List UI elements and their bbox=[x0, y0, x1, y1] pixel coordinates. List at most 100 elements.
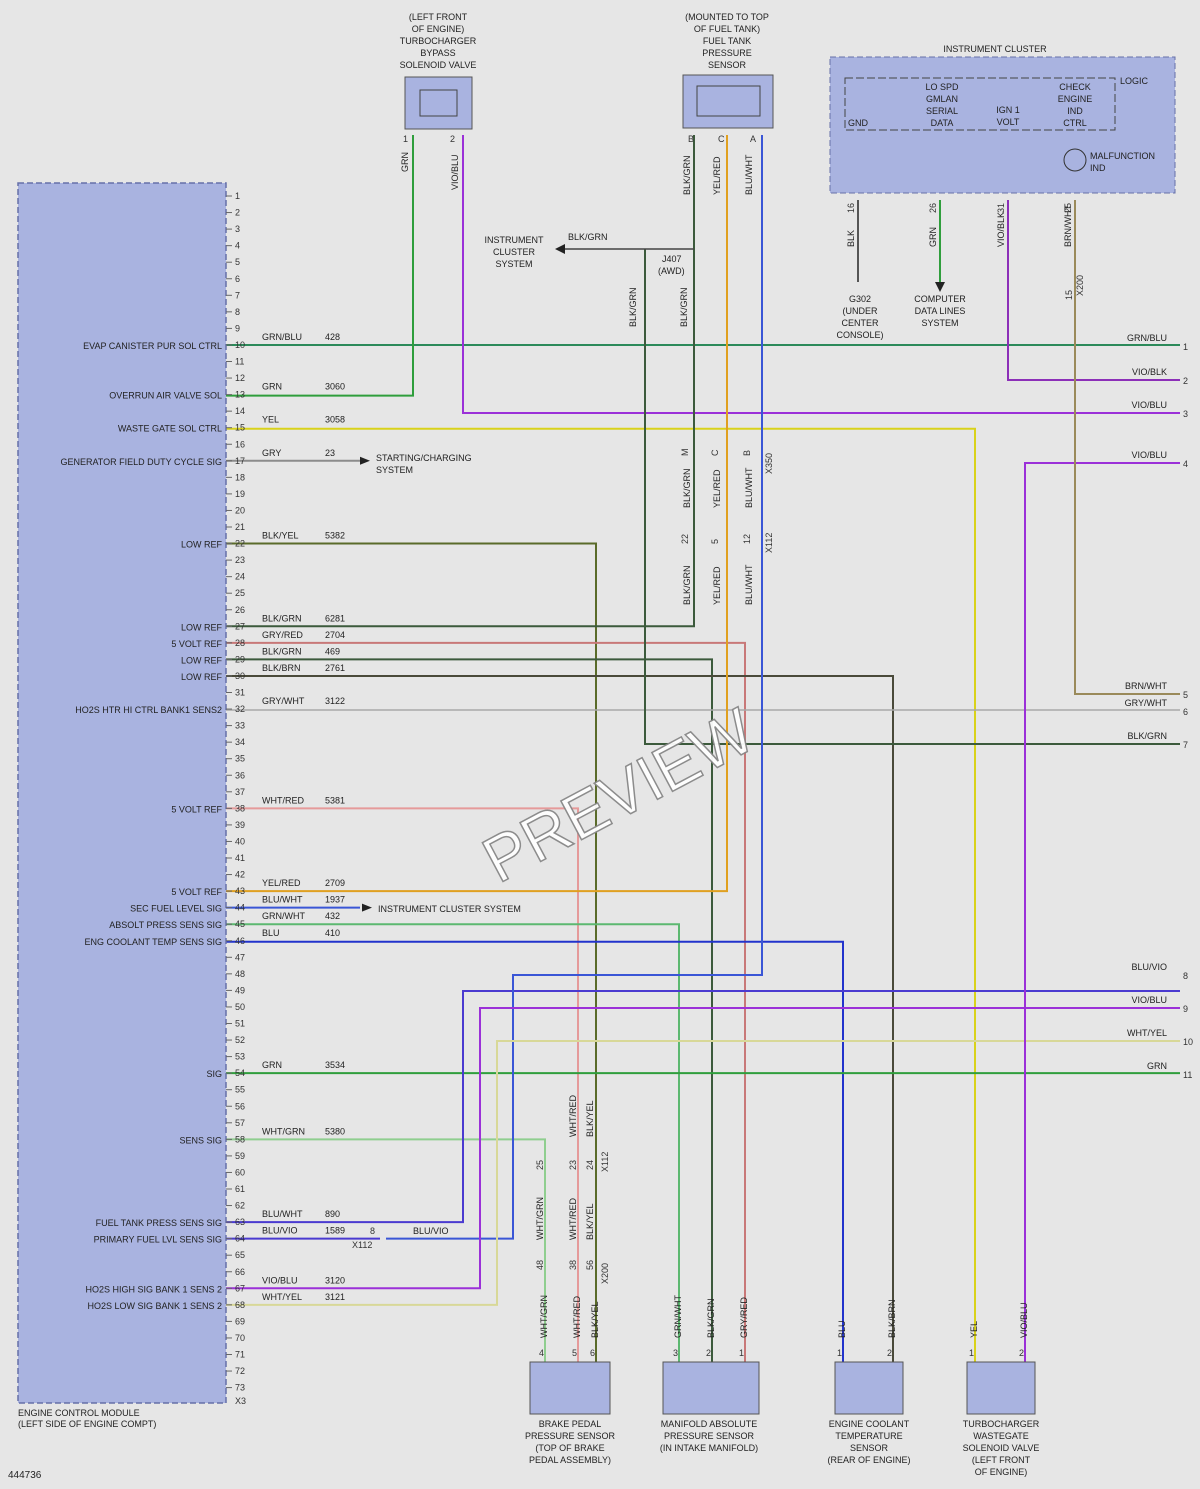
right-wire-color: BRN/WHT bbox=[1125, 681, 1167, 691]
wire-fuel-tank-a bbox=[386, 135, 763, 1240]
ecm-signal-name: LOW REF bbox=[181, 622, 223, 632]
circuit-number: 1937 bbox=[325, 895, 345, 905]
ect_sensor-label: TEMPERATURE bbox=[835, 1431, 902, 1441]
wire-color-label: BLK/YEL bbox=[590, 1301, 600, 1338]
ecm-pin-number: 67 bbox=[235, 1283, 245, 1293]
wire-color-label: GRN bbox=[928, 227, 938, 247]
wire-color-label: WHT/RED bbox=[262, 795, 304, 805]
pin-label: 1 bbox=[739, 1348, 744, 1358]
ecm-signal-name: PRIMARY FUEL LVL SENS SIG bbox=[94, 1235, 222, 1245]
connector-name: X350 bbox=[764, 453, 774, 474]
wire-pin67 bbox=[226, 1007, 1180, 1290]
ecm-pin-number: 42 bbox=[235, 870, 245, 880]
ecm-pin-number: 28 bbox=[235, 638, 245, 648]
ecm-signal-name: SIG bbox=[206, 1069, 222, 1079]
wire-right7 bbox=[644, 249, 1180, 745]
fuel-tank-sensor-body bbox=[682, 74, 774, 129]
wire-pin46 bbox=[226, 940, 844, 1362]
ecm-pin-number: 24 bbox=[235, 572, 245, 582]
wire-color-label: BLK/GRN bbox=[568, 232, 608, 242]
wastegate-label: SOLENOID VALVE bbox=[963, 1443, 1040, 1453]
ecm-pin-number: 45 bbox=[235, 919, 245, 929]
bypass-valve-label: (LEFT FRONT bbox=[409, 12, 468, 22]
ecm-pin-number: 18 bbox=[235, 472, 245, 482]
ecm-pin-number: 73 bbox=[235, 1383, 245, 1393]
junction-name: J407 bbox=[662, 254, 682, 264]
arrow-data-lines bbox=[935, 282, 945, 292]
cluster-ign: IGN 1 bbox=[996, 105, 1020, 115]
wire-pin27 bbox=[226, 135, 695, 628]
right-pin: 11 bbox=[1183, 1070, 1192, 1080]
circuit-number: 6281 bbox=[325, 613, 345, 623]
brake_sensor-label: PEDAL ASSEMBLY) bbox=[529, 1455, 611, 1465]
ecm-signal-name: LOW REF bbox=[181, 540, 223, 550]
ecm-pin-number: 11 bbox=[235, 357, 244, 367]
wire-pin58 bbox=[226, 1138, 546, 1362]
pin-label: B bbox=[688, 134, 694, 144]
ecm-pin-number: 15 bbox=[235, 423, 245, 433]
pin-label: A bbox=[750, 134, 756, 144]
right-wire-color: VIO/BLK bbox=[1132, 367, 1167, 377]
bypass-valve-label: TURBOCHARGER bbox=[400, 36, 477, 46]
connector-name: X112 bbox=[764, 533, 774, 553]
wire-color-label: WHT/RED bbox=[568, 1198, 578, 1240]
wire-color-label: BRN/WHT bbox=[1063, 205, 1073, 247]
wire-color-label: GRN/WHT bbox=[262, 911, 305, 921]
preview-watermark: PREVIEW bbox=[471, 694, 766, 896]
ecm-pin-number: 71 bbox=[235, 1350, 245, 1360]
ecm-pin-number: 10 bbox=[235, 340, 245, 350]
ecm-pin-number: 50 bbox=[235, 1002, 245, 1012]
ecm-pin-number: 49 bbox=[235, 985, 245, 995]
pin-label: 5 bbox=[572, 1348, 577, 1358]
right-pin: 5 bbox=[1183, 690, 1188, 700]
wire-color-label: GRY/WHT bbox=[262, 696, 305, 706]
right-wire-color: WHT/YEL bbox=[1127, 1028, 1167, 1038]
ecm-pin-number: 12 bbox=[235, 373, 245, 383]
wire-pin13 bbox=[226, 135, 414, 397]
pin-label: 16 bbox=[846, 203, 856, 213]
wire-pin22 bbox=[226, 542, 597, 1362]
circuit-number: 2709 bbox=[325, 878, 345, 888]
right-wire-color: VIO/BLU bbox=[1131, 400, 1167, 410]
wire-color-label: BLK/GRN bbox=[679, 287, 689, 327]
ref-instrument-cluster: INSTRUMENT bbox=[485, 235, 544, 245]
ect_sensor-body bbox=[834, 1361, 904, 1415]
bypass-valve-label: OF ENGINE) bbox=[412, 24, 465, 34]
wire-color-label: BLK/GRN bbox=[628, 287, 638, 327]
pin-label: 2 bbox=[706, 1348, 711, 1358]
ecm-signal-name: ENG COOLANT TEMP SENS SIG bbox=[84, 937, 222, 947]
cluster-check: ENGINE bbox=[1058, 94, 1093, 104]
ecm-pin-number: 37 bbox=[235, 787, 245, 797]
ref-computer-data: SYSTEM bbox=[921, 318, 958, 328]
ecm-pin-number: 6 bbox=[235, 274, 240, 284]
ecm-pin-number: 65 bbox=[235, 1250, 245, 1260]
right-pin: 8 bbox=[1183, 971, 1188, 981]
wire-color-label: VIO/BLU bbox=[1019, 1302, 1029, 1338]
ecm-pin-number: 61 bbox=[235, 1184, 245, 1194]
wire-color-label: BLU/WHT bbox=[262, 1209, 303, 1219]
wire-color-label: BLU/WHT bbox=[744, 467, 754, 508]
pin-label: 15 bbox=[1064, 290, 1074, 300]
wire-color-label: BLU bbox=[262, 928, 280, 938]
wire-color-label: BLU/WHT bbox=[262, 895, 303, 905]
ecm-signal-name: HO2S HIGH SIG BANK 1 SENS 2 bbox=[85, 1284, 222, 1294]
right-wire-color: GRN/BLU bbox=[1127, 333, 1167, 343]
ecm-pin-number: 51 bbox=[235, 1019, 245, 1029]
ecm-signal-name: 5 VOLT REF bbox=[171, 887, 222, 897]
pin-label: 31 bbox=[996, 203, 1006, 213]
wire-right4 bbox=[1024, 462, 1180, 1362]
pin-label: 4 bbox=[539, 1348, 544, 1358]
ecm-pin-number: 58 bbox=[235, 1134, 245, 1144]
ecm-pin-number: 66 bbox=[235, 1267, 245, 1277]
circuit-number: 3120 bbox=[325, 1275, 345, 1285]
right-pin: 6 bbox=[1183, 707, 1188, 717]
cluster-check: CHECK bbox=[1059, 82, 1091, 92]
wire-pin68 bbox=[226, 1040, 1180, 1306]
right-pin: 10 bbox=[1183, 1037, 1193, 1047]
ecm-pin-number: 21 bbox=[235, 522, 245, 532]
wire-right3 bbox=[462, 135, 1180, 414]
pin-label: 1 bbox=[837, 1348, 842, 1358]
wire-pin15 bbox=[226, 427, 976, 1362]
pin-label: 12 bbox=[742, 534, 752, 544]
wire-color-label: YEL bbox=[262, 415, 279, 425]
